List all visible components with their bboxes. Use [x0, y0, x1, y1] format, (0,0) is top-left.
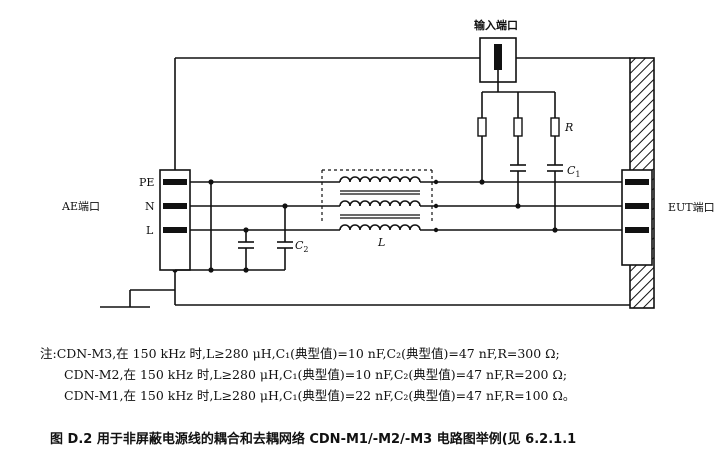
input-port-label: 输入端口: [474, 18, 518, 32]
resistor-1: [477, 117, 487, 137]
inductor-label: L: [377, 236, 385, 249]
figure-caption: 图 D.2 用于非屏蔽电源线的耦合和去耦网络 CDN-M1/-M2/-M3 电路…: [50, 432, 577, 447]
n-label: N: [145, 200, 155, 213]
input-port-connector: [479, 37, 517, 92]
circuit-diagram: 输入端口 R C1: [61, 18, 715, 309]
input-bus: [481, 91, 556, 118]
eut-port-connector: [621, 169, 653, 266]
branch-l: [547, 136, 563, 230]
c1-label: C1: [567, 164, 581, 179]
l-label: L: [146, 224, 154, 237]
ae-port-label: AE端口: [61, 200, 100, 213]
note-line-2: CDN-M2,在 150 kHz 时,L≥280 μH,C₁(典型值)=10 n…: [64, 367, 568, 382]
resistor-2: [513, 117, 523, 137]
enclosure-frame: [174, 57, 630, 306]
c2-capacitors: [175, 182, 293, 271]
note-line-3: CDN-M1,在 150 kHz 时,L≥280 μH,C₁(典型值)=22 n…: [64, 388, 576, 403]
note-line-1: 注:CDN-M3,在 150 kHz 时,L≥280 μH,C₁(典型值)=10…: [40, 346, 560, 361]
ae-port-connector: [159, 169, 191, 271]
eut-port-label: EUT端口: [668, 201, 715, 214]
junction-dots: [172, 179, 558, 273]
ground-symbol: [100, 289, 175, 308]
pe-label: PE: [139, 176, 154, 189]
resistor-label: R: [564, 121, 573, 134]
resistor-3: [550, 117, 560, 137]
branch-n: [510, 136, 526, 206]
main-lines: [190, 181, 622, 231]
inductor-coils: [321, 169, 433, 231]
c2-label: C2: [295, 239, 309, 254]
